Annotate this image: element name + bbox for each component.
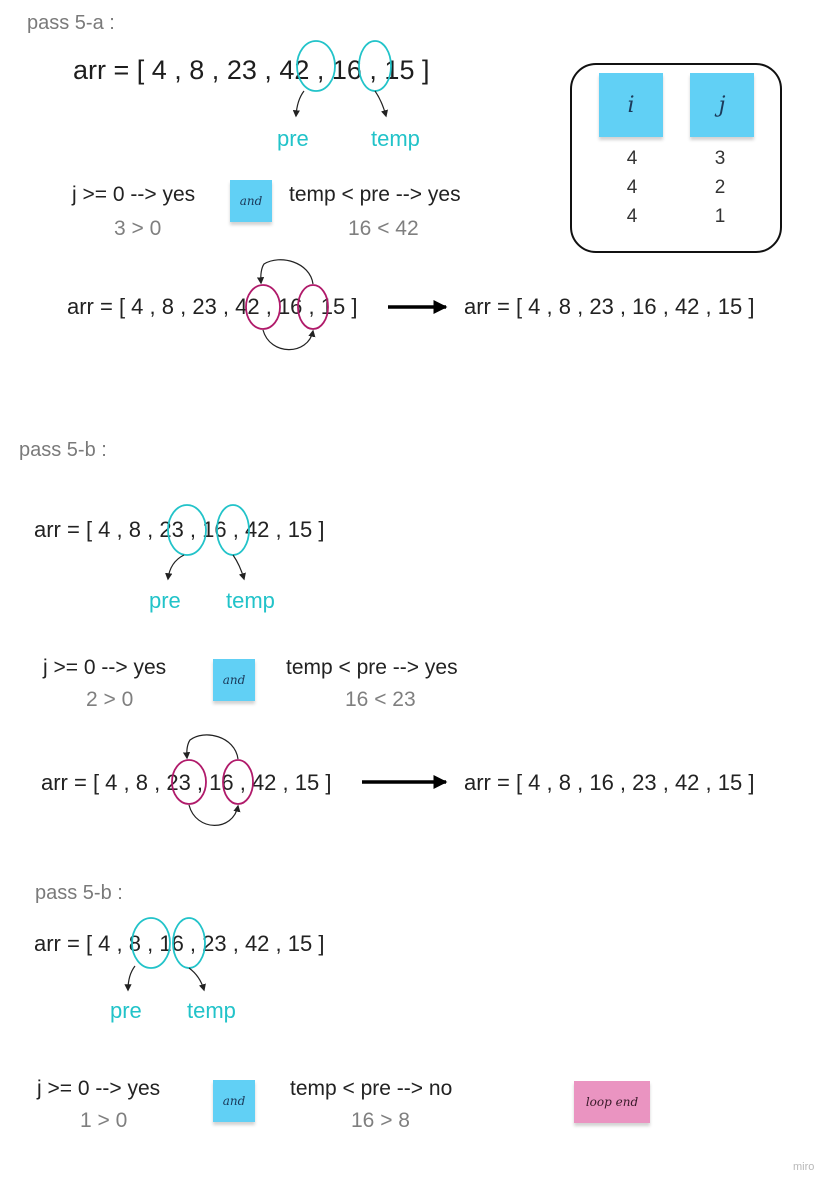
i-header: i xyxy=(627,92,635,118)
pass-c-cond-left-sub: 1 > 0 xyxy=(80,1109,128,1132)
loop-end-sticky: loop end xyxy=(574,1081,650,1123)
swap-bottom-arrow xyxy=(188,804,241,826)
loop-end-note: loop end xyxy=(585,1095,639,1109)
pass-b-cond-left-sub: 2 > 0 xyxy=(86,688,134,711)
pass-b-pre-label: pre xyxy=(149,588,181,613)
pass-a-cond-left-sub: 3 > 0 xyxy=(114,217,162,240)
pass-a-cond-right-sub: 16 < 42 xyxy=(348,217,419,240)
j-header-sticky: j xyxy=(690,73,754,137)
miro-watermark: miro xyxy=(793,1161,815,1173)
j-header: j xyxy=(718,92,726,118)
temp-pointer-arrow xyxy=(188,967,206,992)
pass-a-pre-label: pre xyxy=(277,126,309,151)
and-note: and xyxy=(222,1094,246,1108)
pass-b-temp-label: temp xyxy=(226,588,275,613)
pass-c-and-sticky: and xyxy=(213,1080,255,1122)
pass-c-array: arr = [ 4 , 8 , 16 , 23 , 42 , 15 ] xyxy=(34,931,325,956)
pass-c-cond-right-sub: 16 > 8 xyxy=(351,1109,410,1132)
pass-b-cond-right: temp < pre --> yes xyxy=(286,656,458,679)
pass-b-cond-left: j >= 0 --> yes xyxy=(43,656,167,679)
temp-pointer-arrow xyxy=(374,90,388,118)
and-note: and xyxy=(239,194,263,208)
pass-c-cond-left: j >= 0 --> yes xyxy=(37,1077,161,1100)
pass-a-swap-before: arr = [ 4 , 8 , 23 , 42 , 16 , 15 ] xyxy=(67,294,358,319)
table-cell-i: 4 xyxy=(626,148,638,169)
and-note: and xyxy=(222,673,246,687)
pass-a-heading: pass 5-a : xyxy=(27,12,115,34)
pass-b-cond-right-sub: 16 < 23 xyxy=(345,688,416,711)
swap-top-arrow xyxy=(256,259,314,285)
table-cell-i: 4 xyxy=(626,206,638,227)
table-cell-j: 3 xyxy=(714,148,726,169)
pass-b-swap-after: arr = [ 4 , 8 , 16 , 23 , 42 , 15 ] xyxy=(464,770,755,795)
pre-pointer-arrow xyxy=(165,554,185,581)
pass-c-cond-right: temp < pre --> no xyxy=(290,1077,453,1100)
pass-b-swap-before: arr = [ 4 , 8 , 23 , 16 , 42 , 15 ] xyxy=(41,770,332,795)
pre-pointer-arrow xyxy=(124,965,136,992)
table-cell-j: 1 xyxy=(714,206,726,227)
pass-a-temp-label: temp xyxy=(371,126,420,151)
pass-b-heading: pass 5-b : xyxy=(19,439,107,461)
pass-a-cond-left: j >= 0 --> yes xyxy=(72,183,196,206)
i-header-sticky: i xyxy=(599,73,663,137)
pass-b-and-sticky: and xyxy=(213,659,255,701)
pass-a-and-sticky: and xyxy=(230,180,272,222)
pass-c-pre-label: pre xyxy=(110,998,142,1023)
table-cell-i: 4 xyxy=(626,177,638,198)
swap-top-arrow xyxy=(182,734,239,760)
pass-a-array: arr = [ 4 , 8 , 23 , 42 , 16 , 15 ] xyxy=(73,55,430,85)
table-cell-j: 2 xyxy=(714,177,726,198)
pass-a-swap-after: arr = [ 4 , 8 , 23 , 16 , 42 , 15 ] xyxy=(464,294,755,319)
pass-b-array: arr = [ 4 , 8 , 23 , 16 , 42 , 15 ] xyxy=(34,517,325,542)
temp-pointer-arrow xyxy=(232,554,246,581)
ij-table: i j 4 3 4 2 4 1 xyxy=(570,63,782,253)
pass-c-temp-label: temp xyxy=(187,998,236,1023)
pass-a-cond-right: temp < pre --> yes xyxy=(289,183,461,206)
pre-pointer-arrow xyxy=(292,90,305,118)
swap-bottom-arrow xyxy=(262,329,316,351)
pass-c-heading: pass 5-b : xyxy=(35,882,123,904)
